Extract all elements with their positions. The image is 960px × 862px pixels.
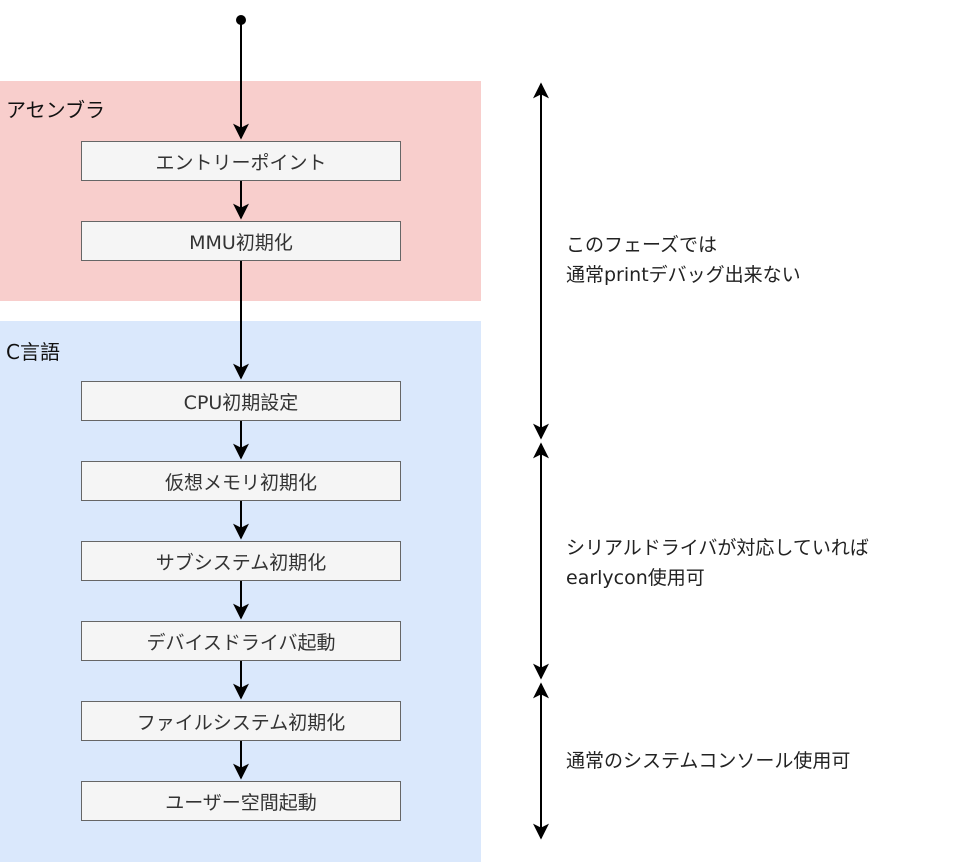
assembler-region-label: アセンブラ	[6, 98, 105, 122]
step-filesystem-init: ファイルシステム初期化	[81, 701, 401, 741]
phase1-note-line2: 通常printデバッグ出来ない	[566, 264, 801, 286]
phase2-note-line1: シリアルドライバが対応していれば	[566, 537, 869, 559]
step-mmu-init: MMU初期化	[81, 221, 401, 261]
c-language-region-label: C言語	[6, 340, 60, 364]
step-subsystem-init: サブシステム初期化	[81, 541, 401, 581]
phase1-note: このフェーズでは 通常printデバッグ出来ない	[566, 230, 801, 290]
step-cpu-init: CPU初期設定	[81, 381, 401, 421]
step-entry-point: エントリーポイント	[81, 141, 401, 181]
phase3-note-line1: 通常のシステムコンソール使用可	[566, 750, 851, 772]
phase2-note-line2: earlycon使用可	[566, 567, 705, 589]
phase3-note: 通常のシステムコンソール使用可	[566, 746, 850, 776]
step-device-driver-start: デバイスドライバ起動	[81, 621, 401, 661]
step-user-space-start: ユーザー空間起動	[81, 781, 401, 821]
phase2-note: シリアルドライバが対応していれば earlycon使用可	[566, 533, 869, 593]
step-virtual-memory-init: 仮想メモリ初期化	[81, 461, 401, 501]
phase1-note-line1: このフェーズでは	[566, 234, 718, 256]
